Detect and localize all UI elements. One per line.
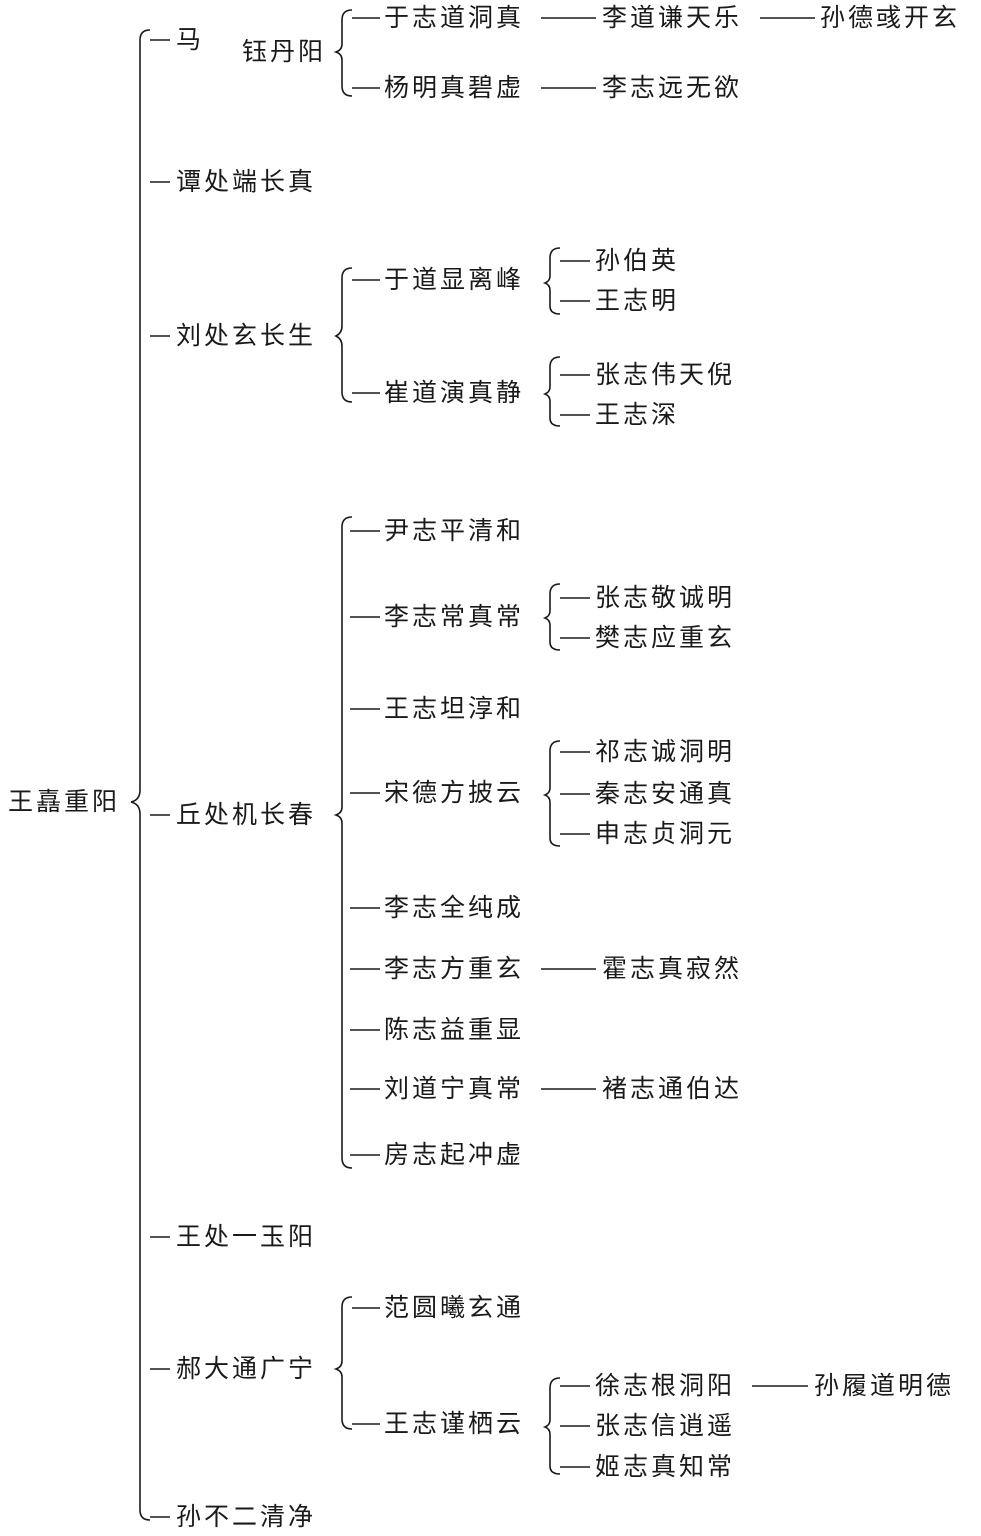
node-zhang-zhixin: 张志信逍遥 [595,1411,736,1440]
hao-brace [333,1296,353,1430]
disciple-ma-part2: 钰丹阳 [242,37,327,66]
qiu-brace [333,516,353,1169]
node-wang-zhitan: 王志坦淳和 [384,694,525,723]
node-li-zhiquan: 李志全纯成 [384,893,525,922]
node-ji-zhizhen: 姬志真知常 [595,1452,736,1481]
node-yang-mingzhen: 杨明真碧虚 [384,73,525,102]
node-wang-zhijin: 王志谨栖云 [384,1409,525,1438]
root-node: 王嚞重阳 [8,787,121,816]
node-li-zhifang: 李志方重玄 [384,954,525,983]
node-chu-zhitong: 褚志通伯达 [602,1074,743,1103]
node-song-defang: 宋德方披云 [384,778,525,807]
node-huo-zhizhen: 霍志真寂然 [602,954,743,983]
node-yu-zhidao: 于志道洞真 [384,3,525,32]
disciple-ma-part1: 马 [176,25,205,54]
liu-brace [334,267,353,403]
ma-brace [333,9,353,97]
node-sun-deyu: 孙德彧开玄 [820,3,961,32]
disciple-qiu: 丘处机长春 [176,800,317,829]
node-fang-zhiqi: 房志起冲虚 [384,1140,525,1169]
node-li-zhiyuan: 李志远无欲 [602,73,743,102]
node-yin-zhiping: 尹志平清和 [384,516,525,545]
node-zhang-zhiwei: 张志伟天倪 [595,360,736,389]
node-li-daoqian: 李道谦天乐 [602,3,743,32]
node-cui-daoyan: 崔道演真静 [384,378,525,407]
disciple-sun: 孙不二清净 [176,1502,317,1531]
disciple-liu: 刘处玄长生 [176,321,317,350]
node-zhang-zhijing: 张志敬诚明 [595,583,736,612]
node-xu-zhigen: 徐志根洞阳 [595,1371,736,1400]
disciple-wang: 王处一玉阳 [176,1222,317,1251]
node-sun-boying: 孙伯英 [595,246,680,275]
node-qin-zhian: 秦志安通真 [595,779,736,808]
node-chen-zhiyi: 陈志益重显 [384,1015,525,1044]
root-brace [130,29,151,1521]
node-sun-lvdao: 孙履道明德 [814,1371,955,1400]
node-wang-zhiming: 王志明 [595,286,680,315]
node-fan-zhiying: 樊志应重玄 [595,623,736,652]
disciple-hao: 郝大通广宁 [176,1354,317,1383]
node-fan-yuanxi: 范圆曦玄通 [384,1293,525,1322]
node-shen-zhizhen: 申志贞洞元 [595,819,736,848]
node-yu-daoxian: 于道显离峰 [384,265,525,294]
node-wang-zhishen: 王志深 [595,400,680,429]
node-li-zhichang: 李志常真常 [384,602,525,631]
disciple-tan: 谭处端长真 [176,167,317,196]
node-liu-daoning: 刘道宁真常 [384,1074,525,1103]
node-qi-zhicheng: 祁志诚洞明 [595,737,736,766]
